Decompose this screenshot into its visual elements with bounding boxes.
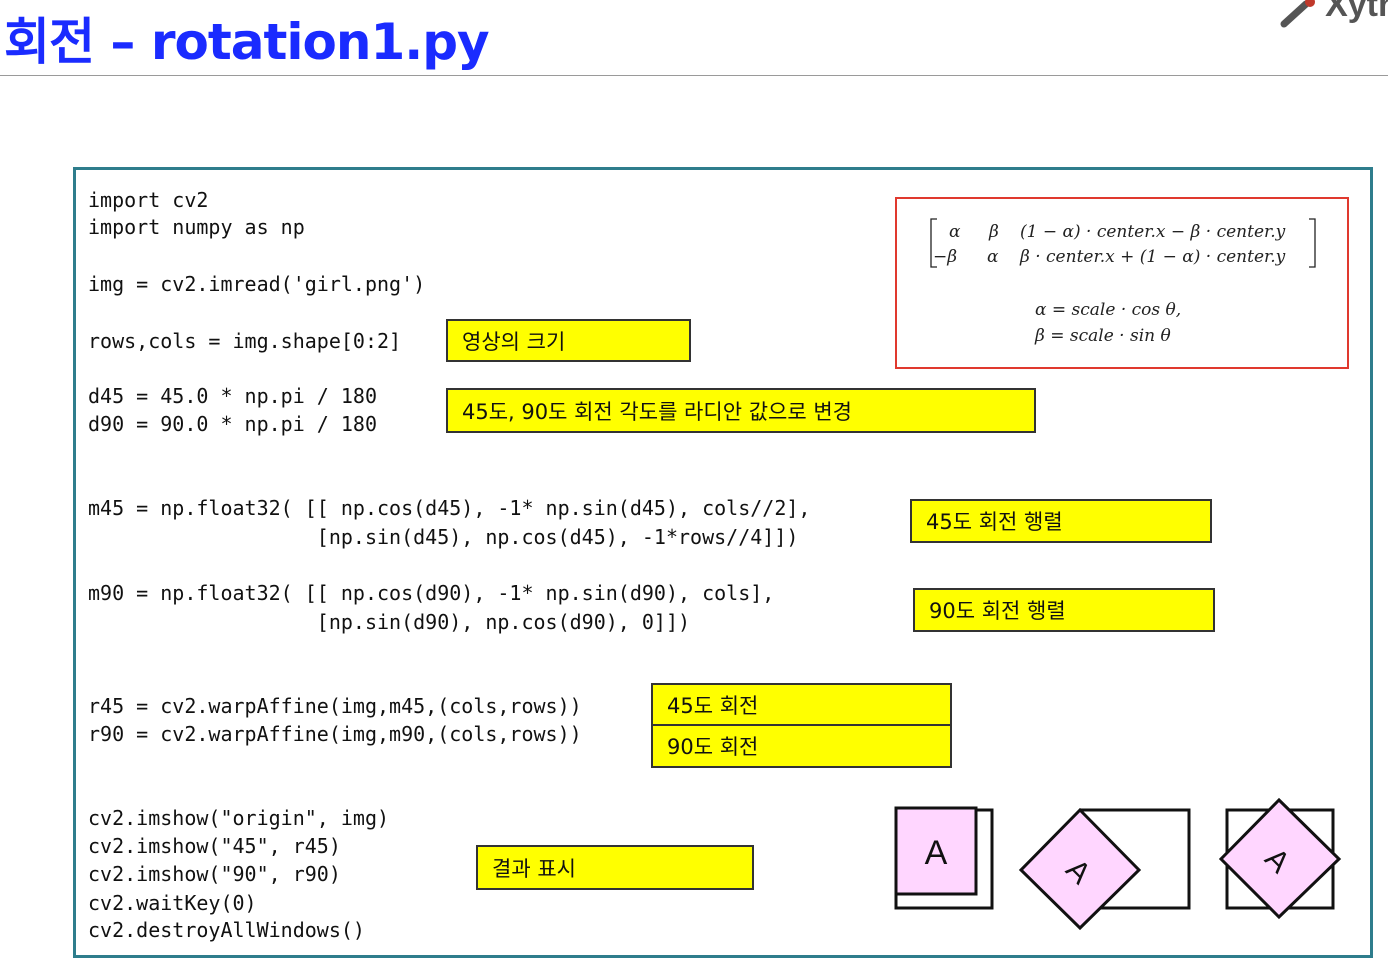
code-d45: d45 = 45.0 * np.pi / 180 bbox=[88, 384, 377, 408]
note-rotate-90: 90도 회전 bbox=[651, 724, 952, 768]
code-r90: r90 = cv2.warpAffine(img,m90,(cols,rows)… bbox=[88, 722, 582, 746]
matrix-r2c1: −β bbox=[933, 247, 957, 267]
note-matrix-90: 90도 회전 행렬 bbox=[913, 588, 1215, 632]
note-display: 결과 표시 bbox=[476, 845, 754, 890]
code-imshow-origin: cv2.imshow("origin", img) bbox=[88, 806, 390, 830]
title-divider bbox=[0, 75, 1388, 76]
code-m90-line2: [np.sin(d90), np.cos(d90), 0]]) bbox=[88, 610, 691, 634]
matrix-r1c1: α bbox=[949, 222, 961, 242]
affine-formula-box: α β (1 − α) · center.x − β · center.y −β… bbox=[895, 197, 1349, 369]
matrix-r2c2: α bbox=[987, 247, 999, 267]
figure-rotated-45: A bbox=[1018, 807, 1191, 931]
figure-rotated-90: A bbox=[1218, 797, 1342, 920]
code-m90-line1: m90 = np.float32( [[ np.cos(d90), -1* np… bbox=[88, 581, 775, 605]
code-m45-line2: [np.sin(d45), np.cos(d45), -1*rows//4]]) bbox=[88, 525, 799, 549]
magic-wand-icon bbox=[1280, 0, 1315, 28]
note-image-size: 영상의 크기 bbox=[446, 319, 691, 362]
code-imshow-90: cv2.imshow("90", r90) bbox=[88, 862, 341, 886]
matrix-r2c3: β · center.x + (1 − α) · center.y bbox=[1019, 247, 1286, 267]
logo: Xyth bbox=[1280, 0, 1388, 28]
code-waitkey: cv2.waitKey(0) bbox=[88, 891, 257, 915]
affine-matrix-formula: α β (1 − α) · center.x − β · center.y −β… bbox=[930, 218, 1316, 346]
code-import-cv2: import cv2 bbox=[88, 188, 209, 212]
code-imshow-45: cv2.imshow("45", r45) bbox=[88, 834, 341, 858]
code-d90: d90 = 90.0 * np.pi / 180 bbox=[88, 412, 377, 436]
code-import-numpy: import numpy as np bbox=[88, 215, 305, 239]
figure-origin: A bbox=[894, 806, 994, 910]
note-rotate-45: 45도 회전 bbox=[651, 683, 952, 726]
note-matrix-45: 45도 회전 행렬 bbox=[910, 499, 1212, 543]
origin-letter: A bbox=[925, 834, 948, 872]
matrix-r1c3: (1 − α) · center.x − β · center.y bbox=[1020, 222, 1286, 242]
alpha-definition: α = scale · cos θ, bbox=[1035, 300, 1181, 320]
code-shape: rows,cols = img.shape[0:2] bbox=[88, 329, 402, 353]
origin-shape bbox=[894, 806, 978, 896]
page-title: 회전 – rotation1.py bbox=[4, 13, 490, 71]
code-imread: img = cv2.imread('girl.png') bbox=[88, 272, 426, 296]
note-radian-conversion: 45도, 90도 회전 각도를 라디안 값으로 변경 bbox=[446, 388, 1036, 433]
logo-text: Xyth bbox=[1325, 0, 1388, 24]
rotated90-shape bbox=[1218, 797, 1342, 920]
matrix-r1c2: β bbox=[988, 222, 999, 242]
code-r45: r45 = cv2.warpAffine(img,m45,(cols,rows)… bbox=[88, 694, 582, 718]
code-destroy: cv2.destroyAllWindows() bbox=[88, 918, 365, 942]
code-m45-line1: m45 = np.float32( [[ np.cos(d45), -1* np… bbox=[88, 496, 811, 520]
beta-definition: β = scale · sin θ bbox=[1034, 326, 1171, 346]
rotated45-shape bbox=[1018, 807, 1142, 931]
